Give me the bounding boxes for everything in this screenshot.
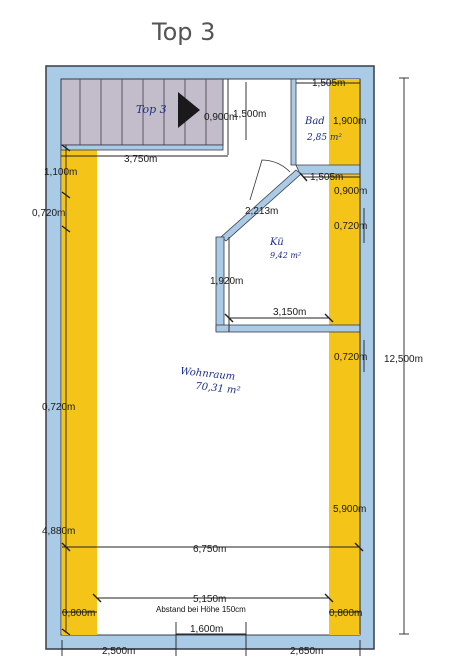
dim-5900: 5,900m [333,504,366,515]
stair-arrow-icon [178,92,200,128]
kitchen-diagonal-wall [220,169,302,242]
dimension-ticks [61,144,364,636]
kitchen-bottom-wall [215,324,361,333]
dim-2650: 2,650m [290,646,323,657]
dim-0720-a: 0,720m [32,208,65,219]
bath-wall [290,78,297,166]
bath-room-name: Bad [304,116,325,127]
kitchen-room-name: Kü [269,237,284,248]
dim-2213: 2,213m [245,206,278,217]
left-low-ceiling-zone [62,145,97,635]
dim-0720-d: 0,720m [42,402,75,413]
dim-0900-b: 0,900m [334,186,367,197]
dim-0720-b: 0,720m [334,221,367,232]
living-room-area: 70,31 m² [195,381,241,397]
bath-room-area: 2,85 m² [306,133,342,143]
dim-3150: 3,150m [273,307,306,318]
kitchen-room-area: 9,42 m² [270,251,301,260]
door-swing [249,159,291,201]
dim-1500: 1,500m [233,109,266,120]
dim-1920: 1,920m [210,276,243,287]
dim-0800-left: 0,800m [62,608,95,619]
dim-1600: 1,600m [190,624,223,635]
dim-5150: 5,150m [193,594,226,605]
dim-3750: 3,750m [124,154,157,165]
dim-1505-mid: 1,505m [310,172,343,183]
height-note: Abstand bei Höhe 150cm [156,605,246,614]
dim-1900: 1,900m [333,116,366,127]
stair-wall [60,144,224,151]
dim-0800-right: 0,800m [329,608,362,619]
stair-label: Top 3 [136,103,167,116]
dim-6750: 6,750m [193,544,226,555]
plan-title: Top 3 [151,18,215,46]
dim-4880: 4,880m [42,526,75,537]
dim-1505-top: 1,505m [312,78,345,89]
dim-1100: 1,100m [44,167,77,178]
dimension-lines [61,77,409,656]
dim-0900-a: 0,900m [204,112,237,123]
dim-2500: 2,500m [102,646,135,657]
dim-12500: 12,500m [384,354,423,365]
dim-0720-c: 0,720m [334,352,367,363]
